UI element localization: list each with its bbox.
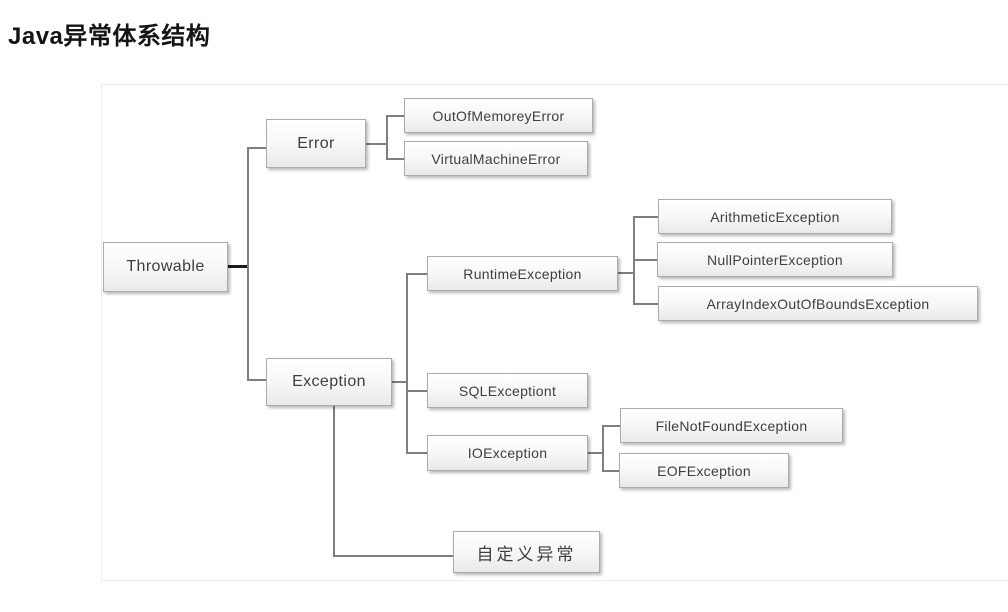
node-null-pointer-exception: NullPointerException	[657, 242, 893, 277]
drop-exception-custom	[333, 406, 335, 556]
trunk-throwable	[247, 147, 249, 380]
edge-ioexception-trunk	[588, 452, 603, 454]
node-out-of-memorey-error: OutOfMemoreyError	[404, 98, 593, 133]
edge-error-outofmemoreyerror	[386, 115, 405, 117]
page-title: Java异常体系结构	[8, 23, 211, 50]
edge-runtime-arithmetic	[633, 216, 658, 218]
node-io-exception: IOException	[427, 435, 588, 471]
edge-throwable-trunk	[228, 265, 248, 268]
node-array-index-out-of-bounds-exception: ArrayIndexOutOfBoundsException	[658, 286, 978, 321]
diagram-frame	[101, 84, 1008, 581]
node-error: Error	[266, 119, 366, 168]
edge-error-trunk	[366, 143, 387, 145]
trunk-exception	[406, 273, 408, 454]
node-file-not-found-exception: FileNotFoundException	[620, 408, 843, 443]
node-eof-exception: EOFException	[619, 453, 789, 488]
edge-exception-trunk	[392, 381, 407, 383]
edge-exception-runtimeexception	[406, 273, 427, 275]
trunk-ioexception	[602, 425, 604, 472]
edge-io-eof	[602, 470, 619, 472]
edge-runtimeexception-trunk	[618, 272, 634, 274]
edge-exception-ioexception	[406, 452, 427, 454]
node-exception: Exception	[266, 358, 392, 406]
node-throwable: Throwable	[103, 242, 228, 292]
edge-runtime-nullpointer	[633, 259, 657, 261]
edge-runtime-arrayindex	[633, 303, 658, 305]
trunk-runtimeexception	[633, 216, 635, 305]
edge-exception-sqlexceptiont	[406, 390, 427, 392]
edge-error-virtualmachineerror	[386, 158, 405, 160]
node-runtime-exception: RuntimeException	[427, 256, 618, 291]
edge-throwable-error	[247, 147, 267, 149]
trunk-error	[386, 115, 388, 160]
node-sql-exceptiont: SQLExceptiont	[427, 373, 588, 408]
edge-io-filenotfound	[602, 425, 620, 427]
edge-exception-custom	[333, 555, 453, 557]
node-custom-exception: 自定义异常	[453, 531, 600, 573]
node-virtual-machine-error: VirtualMachineError	[404, 141, 588, 176]
node-arithmetic-exception: ArithmeticException	[658, 199, 892, 234]
edge-throwable-exception	[247, 379, 267, 381]
